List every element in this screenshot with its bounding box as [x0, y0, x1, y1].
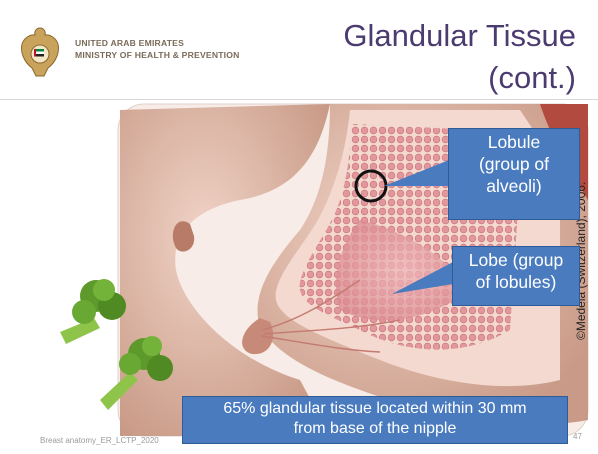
- lobule-callout-line-3: alveoli): [449, 175, 579, 197]
- glandular-callout-line-2: from base of the nipple: [183, 419, 567, 439]
- organization-name: UNITED ARAB EMIRATES MINISTRY OF HEALTH …: [75, 37, 240, 61]
- footer-text: Breast anatomy_ER_LCTP_2020: [40, 436, 159, 445]
- lobule-callout: Lobule (group of alveoli): [448, 128, 580, 220]
- lobe-callout-line-2: of lobules): [453, 271, 579, 293]
- uae-emblem-falcon-icon: [14, 24, 66, 80]
- lobe-callout: Lobe (group of lobules): [452, 246, 580, 306]
- page-number: 47: [573, 432, 582, 441]
- broccoli-top: [60, 279, 126, 344]
- glandular-callout-line-1: 65% glandular tissue located within 30 m…: [183, 399, 567, 419]
- lobe-callout-line-1: Lobe (group: [453, 249, 579, 271]
- slide-title: Glandular Tissue: [343, 18, 576, 54]
- glandular-percentage-callout: 65% glandular tissue located within 30 m…: [182, 396, 568, 444]
- org-line-2: MINISTRY OF HEALTH & PREVENTION: [75, 49, 240, 61]
- org-line-1: UNITED ARAB EMIRATES: [75, 37, 240, 49]
- lobule-callout-line-2: (group of: [449, 153, 579, 175]
- slide-title-cont: (cont.): [488, 60, 576, 96]
- lobule-callout-line-1: Lobule: [449, 131, 579, 153]
